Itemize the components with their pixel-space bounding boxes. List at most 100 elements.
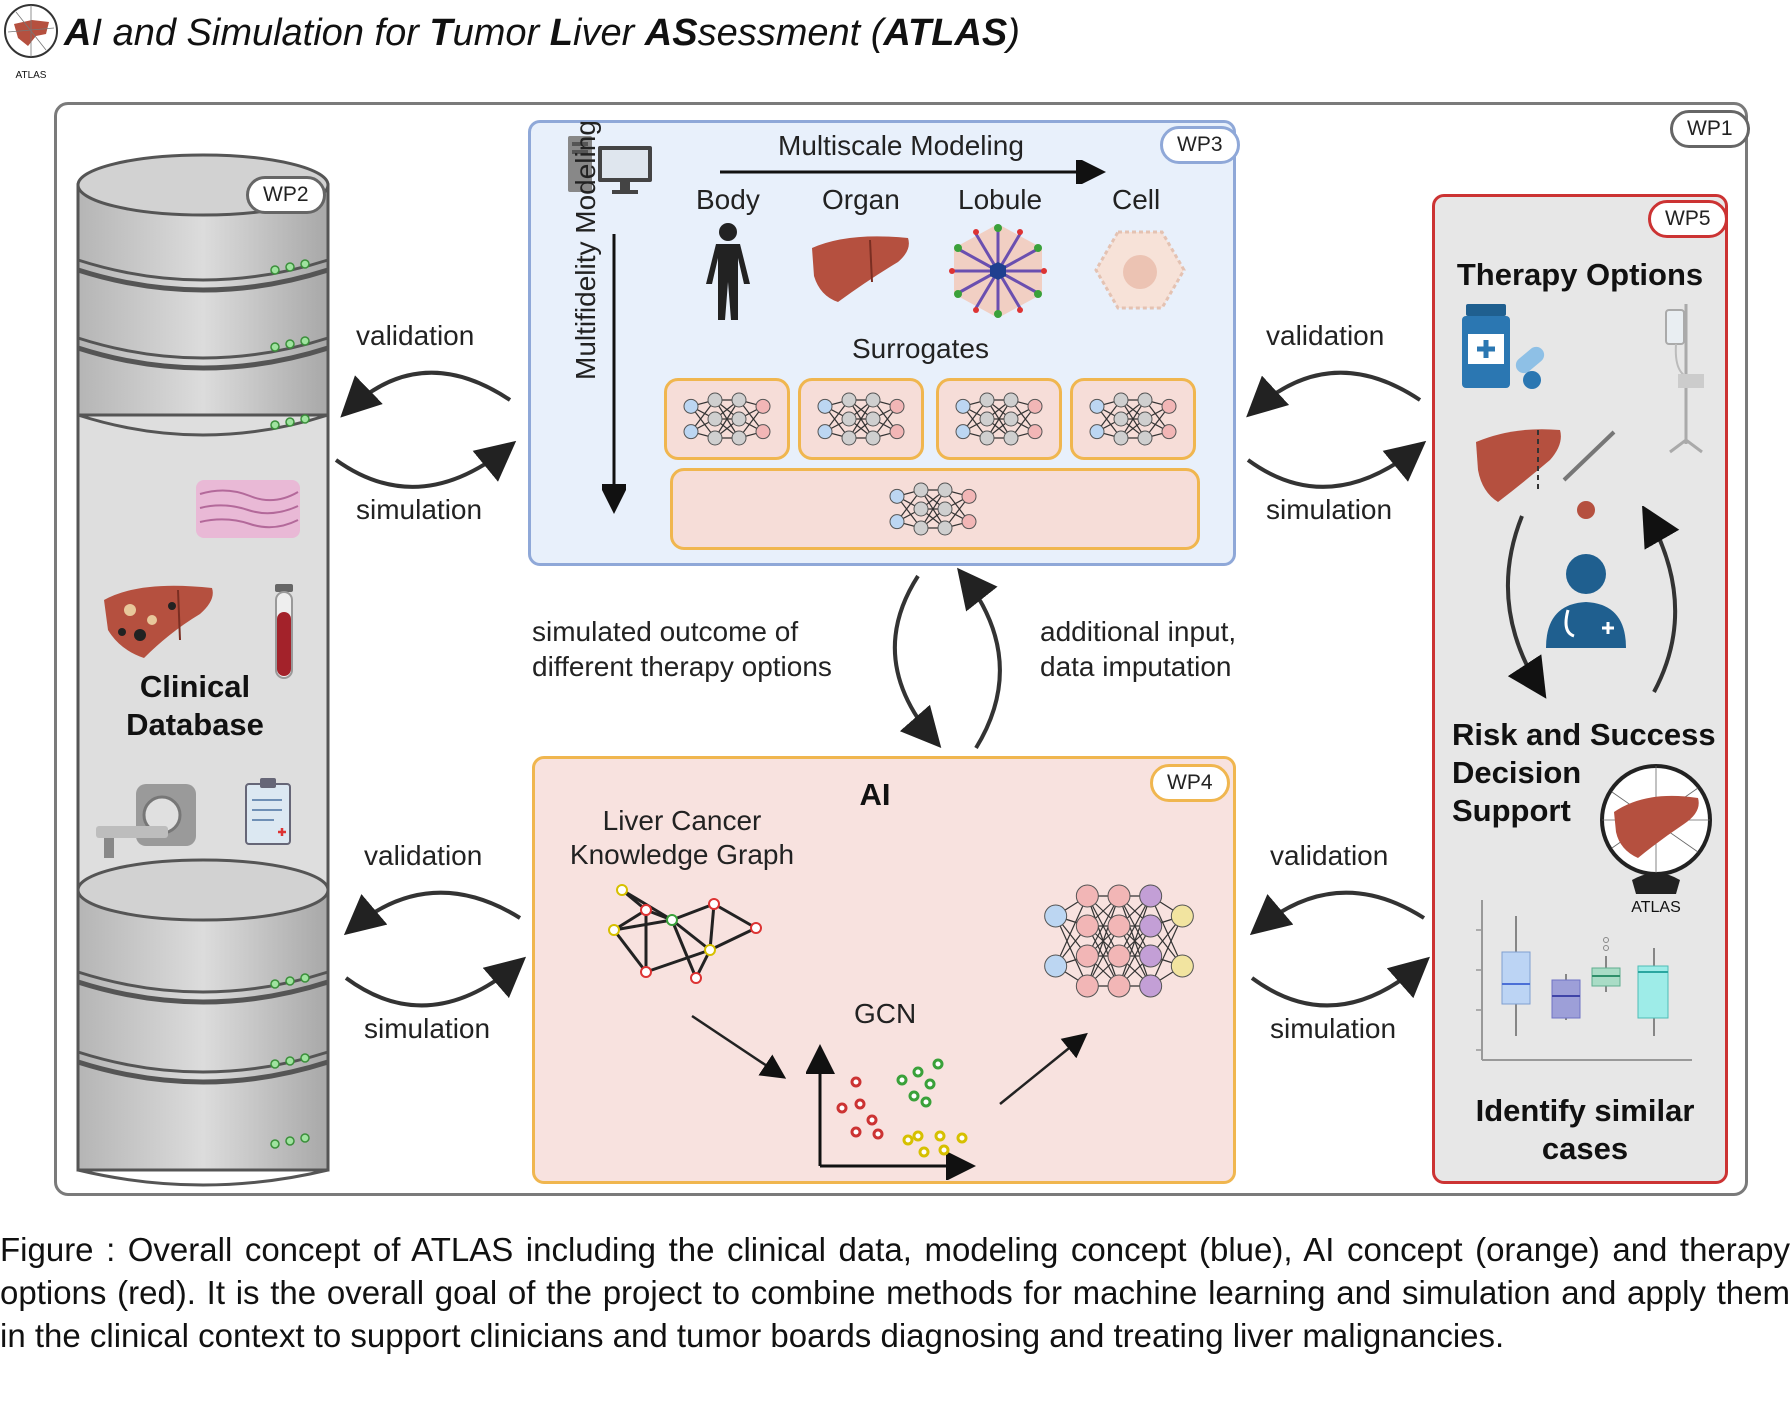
surrogate-body xyxy=(664,378,790,460)
nn-node xyxy=(1075,944,1099,968)
nn-node xyxy=(979,392,995,408)
surrogate-combined xyxy=(670,468,1200,550)
wp4-badge: WP4 xyxy=(1150,764,1230,802)
title-part: sessment ( xyxy=(697,12,884,54)
scale-body: Body xyxy=(696,184,760,215)
page-title: AI and Simulation for Tumor Liver ASsess… xyxy=(64,12,1020,55)
clipboard-icon xyxy=(245,778,291,845)
nn-node xyxy=(1044,904,1068,928)
connector-arrows xyxy=(334,370,1430,1008)
nn-node xyxy=(731,392,747,408)
svg-text:ATLAS: ATLAS xyxy=(1631,899,1681,916)
nn-node xyxy=(731,411,747,427)
nn-node xyxy=(1113,411,1129,427)
nn-node xyxy=(1075,884,1099,908)
nn-node xyxy=(1089,398,1105,414)
nn-node xyxy=(865,411,881,427)
nn-node xyxy=(1137,411,1153,427)
nn-node xyxy=(1139,974,1163,998)
gcn-embedding-plot xyxy=(806,1044,976,1180)
liver-icon xyxy=(812,236,909,302)
nn-node xyxy=(683,398,699,414)
nn-node xyxy=(955,424,971,440)
nn-node xyxy=(1139,944,1163,968)
nn-node xyxy=(755,398,771,414)
logo-label: ATLAS xyxy=(16,70,47,81)
nn-node xyxy=(1044,954,1068,978)
nn-node xyxy=(841,392,857,408)
lobule-icon xyxy=(949,224,1047,318)
nn-node xyxy=(889,488,905,504)
title-part: T xyxy=(429,12,453,54)
nn-node xyxy=(841,411,857,427)
nn-node xyxy=(1089,424,1105,440)
nn-node xyxy=(1107,974,1131,998)
scale-organ: Organ xyxy=(822,184,900,215)
nn-node xyxy=(1027,398,1043,414)
medication-icon xyxy=(1462,304,1545,389)
tumor-liver-icon xyxy=(104,585,213,658)
nn-node xyxy=(755,424,771,440)
nn-node xyxy=(1137,392,1153,408)
nn-node xyxy=(913,482,929,498)
mri-scanner-icon xyxy=(96,784,196,858)
nn-node xyxy=(683,424,699,440)
nn-node xyxy=(1107,944,1131,968)
nn-node xyxy=(913,520,929,536)
therapy-options-title: Therapy Options xyxy=(1456,257,1704,292)
title-part: ATLAS xyxy=(883,12,1008,54)
nn-node xyxy=(841,430,857,446)
multiscale-label: Multiscale Modeling xyxy=(778,130,1024,161)
nn-node xyxy=(913,501,929,517)
therapy-model-simulation-label: simulation xyxy=(1266,494,1393,525)
nn-node xyxy=(1113,392,1129,408)
wp3-badge: WP3 xyxy=(1160,126,1240,164)
kg-to-gcn-arrow xyxy=(691,1014,787,1079)
therapy-ai-validation-label: validation xyxy=(1270,840,1389,871)
nn-node xyxy=(865,430,881,446)
wp2-badge: WP2 xyxy=(246,176,326,214)
scale-cell: Cell xyxy=(1112,184,1161,215)
surrogates-label: Surrogates xyxy=(852,333,989,364)
wp1-badge: WP1 xyxy=(1670,110,1750,148)
knowledge-graph xyxy=(608,884,762,984)
ai-title: AI xyxy=(859,777,891,812)
nn-node xyxy=(1107,914,1131,938)
nn-node xyxy=(1139,884,1163,908)
gcn-to-nn-arrow xyxy=(999,1032,1088,1105)
nn-node xyxy=(731,430,747,446)
nn-node xyxy=(889,398,905,414)
nn-node xyxy=(1075,974,1099,998)
title-part: umor xyxy=(452,12,550,54)
additional-input-label: additional input,data imputation xyxy=(1040,616,1237,682)
doctor-icon xyxy=(1546,554,1626,648)
iv-drip-icon xyxy=(1665,304,1704,454)
nn-node xyxy=(937,501,953,517)
nn-node xyxy=(1027,424,1043,440)
therapy-model-validation-label: validation xyxy=(1266,320,1385,351)
surrogate-organ xyxy=(798,378,924,460)
title-part: AS xyxy=(644,12,698,54)
nn-node xyxy=(707,392,723,408)
title-part: iver xyxy=(573,12,645,54)
nn-node xyxy=(979,411,995,427)
nn-node xyxy=(1137,430,1153,446)
nn-node xyxy=(1161,398,1177,414)
db-model-validation-label: validation xyxy=(356,320,475,351)
nn-node xyxy=(1075,914,1099,938)
nn-node xyxy=(1161,424,1177,440)
nn-node xyxy=(865,392,881,408)
atlas-logo: ATLAS xyxy=(2,2,60,82)
blood-tube-icon xyxy=(275,584,293,679)
db-model-simulation-label: simulation xyxy=(356,494,483,525)
db-ai-simulation-label: simulation xyxy=(364,1013,491,1044)
title-part: L xyxy=(549,12,573,54)
nn-node xyxy=(1139,914,1163,938)
nn-node xyxy=(889,514,905,530)
cell-icon xyxy=(1094,230,1186,310)
